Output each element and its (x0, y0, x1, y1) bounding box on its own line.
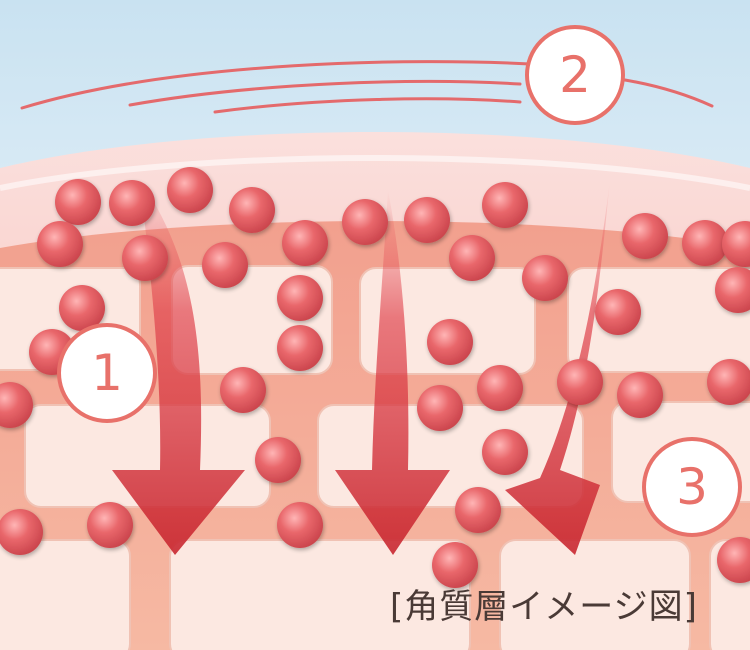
particle-dot-icon (277, 275, 323, 321)
marker-2-label: 2 (559, 46, 591, 104)
particle-dot-icon (557, 359, 603, 405)
particle-dot-icon (595, 289, 641, 335)
particle-dot-icon (707, 359, 750, 405)
particle-dot-icon (682, 220, 728, 266)
particle-dots (0, 167, 750, 588)
particle-dot-icon (277, 325, 323, 371)
particle-dot-icon (282, 220, 328, 266)
marker-2: 2 (525, 25, 625, 125)
particle-dot-icon (482, 429, 528, 475)
particle-dot-icon (255, 437, 301, 483)
marker-1: 1 (57, 323, 157, 423)
particle-dot-icon (455, 487, 501, 533)
skin-highlight (0, 155, 750, 191)
particle-dot-icon (622, 213, 668, 259)
particle-dot-icon (477, 365, 523, 411)
particle-dot-icon (617, 372, 663, 418)
particle-dot-icon (717, 537, 750, 583)
marker-3-label: 3 (676, 458, 708, 516)
particle-dot-icon (722, 221, 750, 267)
particle-dot-icon (37, 221, 83, 267)
particle-dot-icon (109, 180, 155, 226)
particle-dot-icon (427, 319, 473, 365)
particle-dot-icon (277, 502, 323, 548)
particle-dot-icon (229, 187, 275, 233)
wave-line-icon (20, 60, 714, 114)
down-arrow-icon (112, 180, 610, 555)
particle-dot-icon (482, 182, 528, 228)
particle-dot-icon (417, 385, 463, 431)
particle-dot-icon (715, 267, 750, 313)
particle-dot-icon (0, 509, 43, 555)
diagram-caption: [角質層イメージ図] (390, 587, 698, 627)
particle-dot-icon (342, 199, 388, 245)
particle-dot-icon (220, 367, 266, 413)
particle-dot-icon (0, 382, 33, 428)
particle-dot-icon (404, 197, 450, 243)
particle-dot-icon (522, 255, 568, 301)
particle-dot-icon (167, 167, 213, 213)
particle-dot-icon (122, 235, 168, 281)
particle-dot-icon (449, 235, 495, 281)
particle-dot-icon (59, 285, 105, 331)
marker-1-label: 1 (91, 344, 123, 402)
particle-dot-icon (55, 179, 101, 225)
particle-dot-icon (432, 542, 478, 588)
particle-dot-icon (202, 242, 248, 288)
particle-dot-icon (87, 502, 133, 548)
marker-3: 3 (642, 437, 742, 537)
